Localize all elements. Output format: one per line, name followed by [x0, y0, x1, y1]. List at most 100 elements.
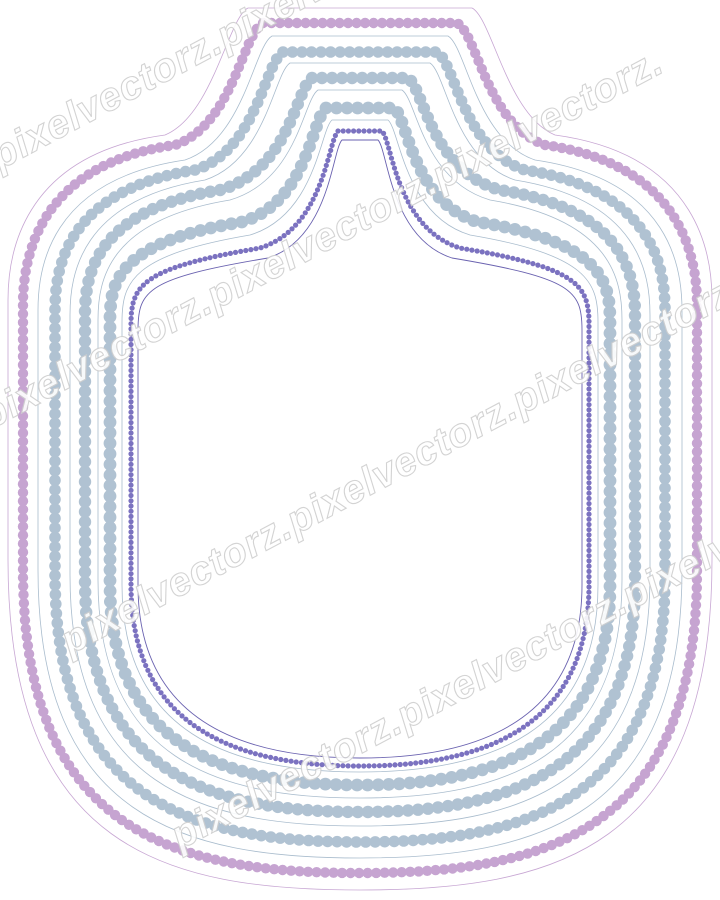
- dot: [343, 46, 356, 58]
- dot: [129, 602, 135, 608]
- dot: [235, 859, 246, 870]
- dot: [128, 451, 134, 457]
- dot: [628, 349, 642, 362]
- dot: [396, 867, 407, 878]
- dot: [128, 315, 134, 321]
- dot: [128, 498, 134, 504]
- dot: [424, 774, 438, 788]
- dot: [659, 539, 671, 551]
- dot: [444, 755, 450, 761]
- dot: [17, 393, 29, 405]
- dot: [624, 630, 638, 643]
- dot: [140, 282, 146, 288]
- dot: [78, 405, 92, 418]
- dot: [55, 645, 67, 657]
- dot: [261, 799, 275, 812]
- dot: [371, 805, 385, 818]
- dot: [278, 756, 284, 763]
- dot: [691, 378, 703, 389]
- dot: [20, 623, 31, 634]
- dot: [648, 245, 661, 258]
- dot: [593, 652, 607, 666]
- dot: [603, 495, 617, 509]
- dot: [431, 231, 437, 237]
- dot: [17, 512, 29, 524]
- dot: [103, 384, 117, 397]
- dot: [658, 292, 671, 304]
- dot: [538, 842, 549, 854]
- dot: [105, 616, 119, 629]
- dot: [115, 657, 128, 671]
- dot: [305, 46, 318, 58]
- dot: [70, 700, 83, 712]
- dot: [262, 753, 269, 759]
- dot: [128, 555, 134, 561]
- dot: [266, 771, 280, 785]
- dot: [691, 412, 703, 423]
- dot: [586, 568, 592, 575]
- dot: [628, 550, 642, 563]
- dot: [49, 436, 61, 449]
- dot: [179, 165, 192, 178]
- dot: [602, 295, 616, 308]
- dot: [372, 101, 386, 115]
- dot: [508, 160, 521, 172]
- dot: [299, 214, 305, 220]
- dot: [691, 540, 703, 551]
- dot: [222, 251, 228, 257]
- dot: [454, 829, 467, 842]
- dot: [78, 717, 90, 730]
- dot: [522, 848, 533, 859]
- dot: [378, 835, 391, 848]
- dot: [463, 32, 474, 43]
- dot: [638, 698, 651, 711]
- dot: [353, 46, 365, 58]
- dot: [17, 368, 29, 379]
- dot: [445, 771, 458, 784]
- dot: [554, 836, 565, 847]
- dot: [103, 436, 117, 450]
- dot: [309, 761, 315, 767]
- dot: [182, 810, 194, 823]
- dot: [527, 190, 540, 204]
- dot: [302, 834, 315, 847]
- dot: [17, 410, 29, 422]
- dot: [189, 164, 201, 176]
- dot: [691, 591, 702, 602]
- dot: [130, 612, 136, 618]
- dot: [308, 201, 314, 207]
- dot: [128, 492, 134, 499]
- dot: [656, 273, 669, 285]
- dot: [78, 355, 92, 368]
- dot: [49, 379, 61, 392]
- dot: [691, 395, 703, 406]
- dot: [410, 208, 417, 214]
- dot: [225, 761, 239, 775]
- dot: [204, 185, 217, 198]
- dot: [401, 804, 415, 817]
- dot: [78, 385, 92, 398]
- dot: [19, 615, 31, 626]
- dot: [105, 157, 117, 168]
- dot: [142, 175, 155, 187]
- dot: [494, 252, 501, 258]
- dot: [296, 218, 302, 224]
- dot: [128, 404, 134, 410]
- dot: [103, 426, 117, 440]
- dot: [410, 46, 423, 58]
- dot: [169, 842, 180, 853]
- dot: [340, 763, 346, 769]
- dot: [628, 560, 642, 573]
- dot: [49, 341, 61, 354]
- dot: [128, 466, 134, 473]
- dot: [17, 351, 29, 362]
- dot: [79, 294, 92, 308]
- dot: [405, 199, 411, 205]
- dot: [464, 828, 476, 840]
- dot: [90, 665, 104, 678]
- dot: [19, 606, 30, 617]
- dot: [227, 824, 240, 837]
- dot: [78, 555, 92, 569]
- dot: [103, 331, 117, 345]
- dot: [212, 787, 226, 800]
